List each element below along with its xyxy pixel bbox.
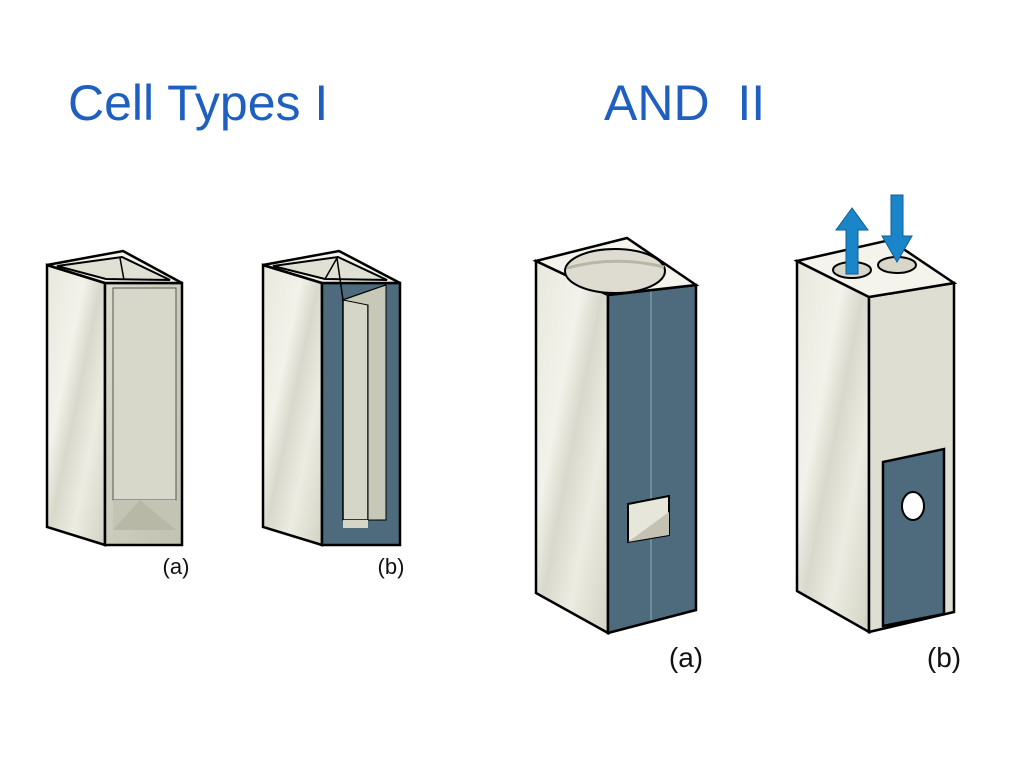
caption-type2-a: (a) — [669, 642, 703, 673]
caption-type1-b: (b) — [378, 554, 405, 579]
cuvette-type2-b — [793, 238, 958, 635]
arrow-up-icon — [835, 207, 869, 275]
title-cell-types: Cell Types I — [68, 75, 329, 131]
caption-type1-a: (a) — [163, 554, 190, 579]
cuvette-type1-a — [45, 249, 184, 547]
arrow-down-icon — [881, 194, 913, 264]
cuvette-type1-b — [261, 249, 402, 547]
title-and-ii: AND II — [604, 75, 766, 131]
cuvette-type2-a — [532, 236, 700, 636]
caption-type2-b: (b) — [927, 642, 961, 673]
